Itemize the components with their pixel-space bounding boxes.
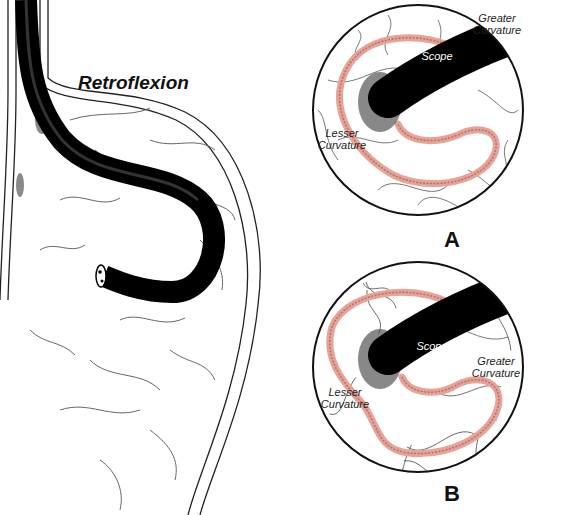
wall-shading	[16, 173, 24, 197]
title-label: Retroflexion	[78, 72, 189, 94]
view-interior	[318, 15, 538, 210]
view-circle	[313, 5, 523, 215]
scope-lens	[98, 270, 102, 274]
panel-letter: B	[432, 482, 472, 506]
endoscope	[26, 0, 214, 292]
scope-shaft	[388, 282, 538, 355]
fold-line	[385, 15, 391, 55]
anatomy-label: Lesser Curvature	[312, 127, 372, 151]
view-circle-art	[313, 5, 523, 215]
fold-line	[404, 456, 442, 479]
anatomy-label: Scope	[407, 50, 467, 62]
anatomy-label: Scope	[402, 340, 462, 352]
fold-line	[478, 90, 518, 113]
anatomy-label: Greater Curvature	[468, 12, 526, 36]
endoscopic-view: Scope Greater CurvatureLesser CurvatureA	[313, 5, 523, 255]
stomach-wall	[0, 0, 260, 515]
scope-tip	[96, 265, 106, 287]
panel-letter: A	[432, 228, 472, 252]
anatomy-label: Lesser Curvature	[315, 386, 375, 410]
scope-lens	[101, 280, 104, 283]
endoscopic-view: ScopeGreater CurvatureLesser CurvatureB	[313, 262, 523, 512]
fold-line	[503, 140, 508, 180]
endoscope-highlight	[26, 0, 198, 200]
view-interior	[320, 280, 538, 489]
anatomy-label: Greater Curvature	[467, 355, 525, 379]
